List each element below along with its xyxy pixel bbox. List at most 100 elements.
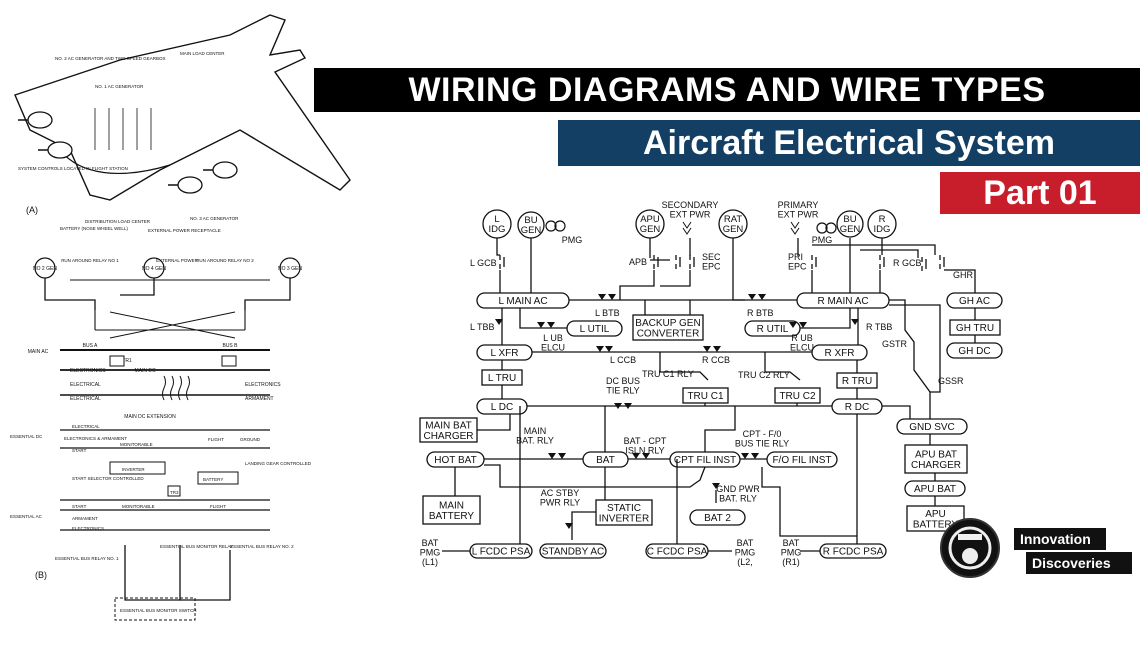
relay-contact-icon xyxy=(565,523,573,529)
inverter-shape xyxy=(109,461,166,475)
aircraft-callout: NO. 1 AC GENERATOR xyxy=(95,84,144,89)
wire xyxy=(659,352,709,381)
cpt-fil-inst-bus: CPT FIL INST xyxy=(674,455,736,466)
left-bus-label: MAIN DC xyxy=(134,368,156,374)
wire xyxy=(44,278,96,310)
wire xyxy=(800,308,851,329)
r-btb-label: R BTB xyxy=(747,308,774,318)
wire xyxy=(761,467,857,537)
relay-contact-icon xyxy=(642,453,650,459)
relay-contact-icon xyxy=(789,322,797,328)
left-top-label: EXTERNAL POWER xyxy=(156,258,199,263)
essential-dc-label: LANDING GEAR CONTROLLED xyxy=(245,461,312,466)
wire xyxy=(882,405,911,419)
relay-contact-icon xyxy=(748,294,756,300)
aircraft-callout: NO. 2 AC GENERATOR AND TWO SPEED GEARBOX xyxy=(55,56,166,61)
tru-c2-box: TRU C2 xyxy=(779,391,816,402)
r-main-ac-bus: R MAIN AC xyxy=(817,296,868,307)
tr1-shape xyxy=(109,355,125,367)
essential-dc-label: GROUND xyxy=(240,437,261,442)
l-util-bus: L UTIL xyxy=(580,324,610,335)
left-load-label: ELECTRICAL xyxy=(70,382,101,388)
subtitle-banner: Aircraft Electrical System xyxy=(558,120,1140,166)
relay-contact-icon xyxy=(713,346,721,352)
bat-bus: BAT xyxy=(596,455,615,466)
essential-dc-label: FLIGHT xyxy=(208,437,224,442)
r-ccb-label: R CCB xyxy=(702,355,730,365)
wire xyxy=(619,270,655,300)
gssr-label: GSSR xyxy=(938,376,964,386)
relay-contact-icon xyxy=(495,319,503,325)
left-bus-label: MAIN AC xyxy=(28,349,49,355)
wire xyxy=(812,244,936,255)
essential-ac-label: MONITORABLE xyxy=(122,504,155,509)
r-util-bus: R UTIL xyxy=(757,324,789,335)
left-bus-label: BUS B xyxy=(222,343,238,349)
pmg-coil-icon xyxy=(545,220,557,232)
fo-fil-inst-bus: F/O FIL INST xyxy=(772,455,831,466)
right-bu-gen-source-shape xyxy=(836,210,864,238)
relay-contact-icon xyxy=(751,453,759,459)
relay-contact-icon xyxy=(608,294,616,300)
wire xyxy=(764,352,801,381)
apu-battery-box-shape xyxy=(906,505,965,532)
wire xyxy=(860,249,919,258)
hot-bat-bus: HOT BAT xyxy=(434,455,476,466)
tru-c1-rly-label: TRU C1 RLY xyxy=(642,369,694,379)
title-banner: WIRING DIAGRAMS AND WIRE TYPES xyxy=(314,68,1140,112)
essential-dc-label: ESSENTIAL DC xyxy=(10,434,43,439)
relay-contact-icon xyxy=(712,483,720,489)
main-battery-box-shape xyxy=(422,495,481,525)
l-dc-bus: L DC xyxy=(491,402,513,413)
r-tru-box: R TRU xyxy=(842,376,872,387)
bat2-bus-shape xyxy=(689,509,746,526)
wire xyxy=(124,545,181,601)
wire xyxy=(732,238,745,301)
r-xfr-bus: R XFR xyxy=(825,348,855,359)
essential-ac-label: ELECTRONICS xyxy=(72,526,104,531)
relay-contact-icon xyxy=(537,322,545,328)
left-top-label: RUN AROUND RELAY NO 2 xyxy=(196,258,254,263)
wire xyxy=(571,511,596,540)
essential-dc-label: INVERTER xyxy=(122,467,145,472)
r-fcdc-psa-bus: R FCDC PSA xyxy=(823,547,884,558)
essential-ac-label: ESSENTIAL BUS RELAY NO. 1 xyxy=(55,556,119,561)
r-tbb-label: R TBB xyxy=(866,322,892,332)
battery-shape xyxy=(197,471,239,485)
wire xyxy=(960,269,976,293)
gnd-svc-bus-shape xyxy=(896,418,968,435)
wire xyxy=(180,550,231,601)
relay-contact-icon xyxy=(851,319,859,325)
relay-contact-icon xyxy=(598,294,606,300)
right-pmg-label: PMG xyxy=(812,235,833,245)
r-dc-bus: R DC xyxy=(845,402,869,413)
aircraft-callout: DISTRIBUTION LOAD CENTER xyxy=(85,219,151,224)
left-generator-label: NO 4 GEN xyxy=(142,266,166,272)
aircraft-illustration xyxy=(14,14,351,201)
r-gcb-label: R GCB xyxy=(893,258,922,268)
coil-icon xyxy=(162,375,166,401)
standby-ac-bus-shape xyxy=(539,543,607,559)
wire xyxy=(519,308,567,329)
relay-contact-icon xyxy=(632,453,640,459)
wire xyxy=(660,270,691,287)
essential-dc-label: BATTERY xyxy=(203,477,223,482)
gh-ac-bus: GH AC xyxy=(959,296,990,307)
apb-label: APB xyxy=(629,257,647,267)
c-fcdc-psa-bus: C FCDC PSA xyxy=(647,547,708,558)
